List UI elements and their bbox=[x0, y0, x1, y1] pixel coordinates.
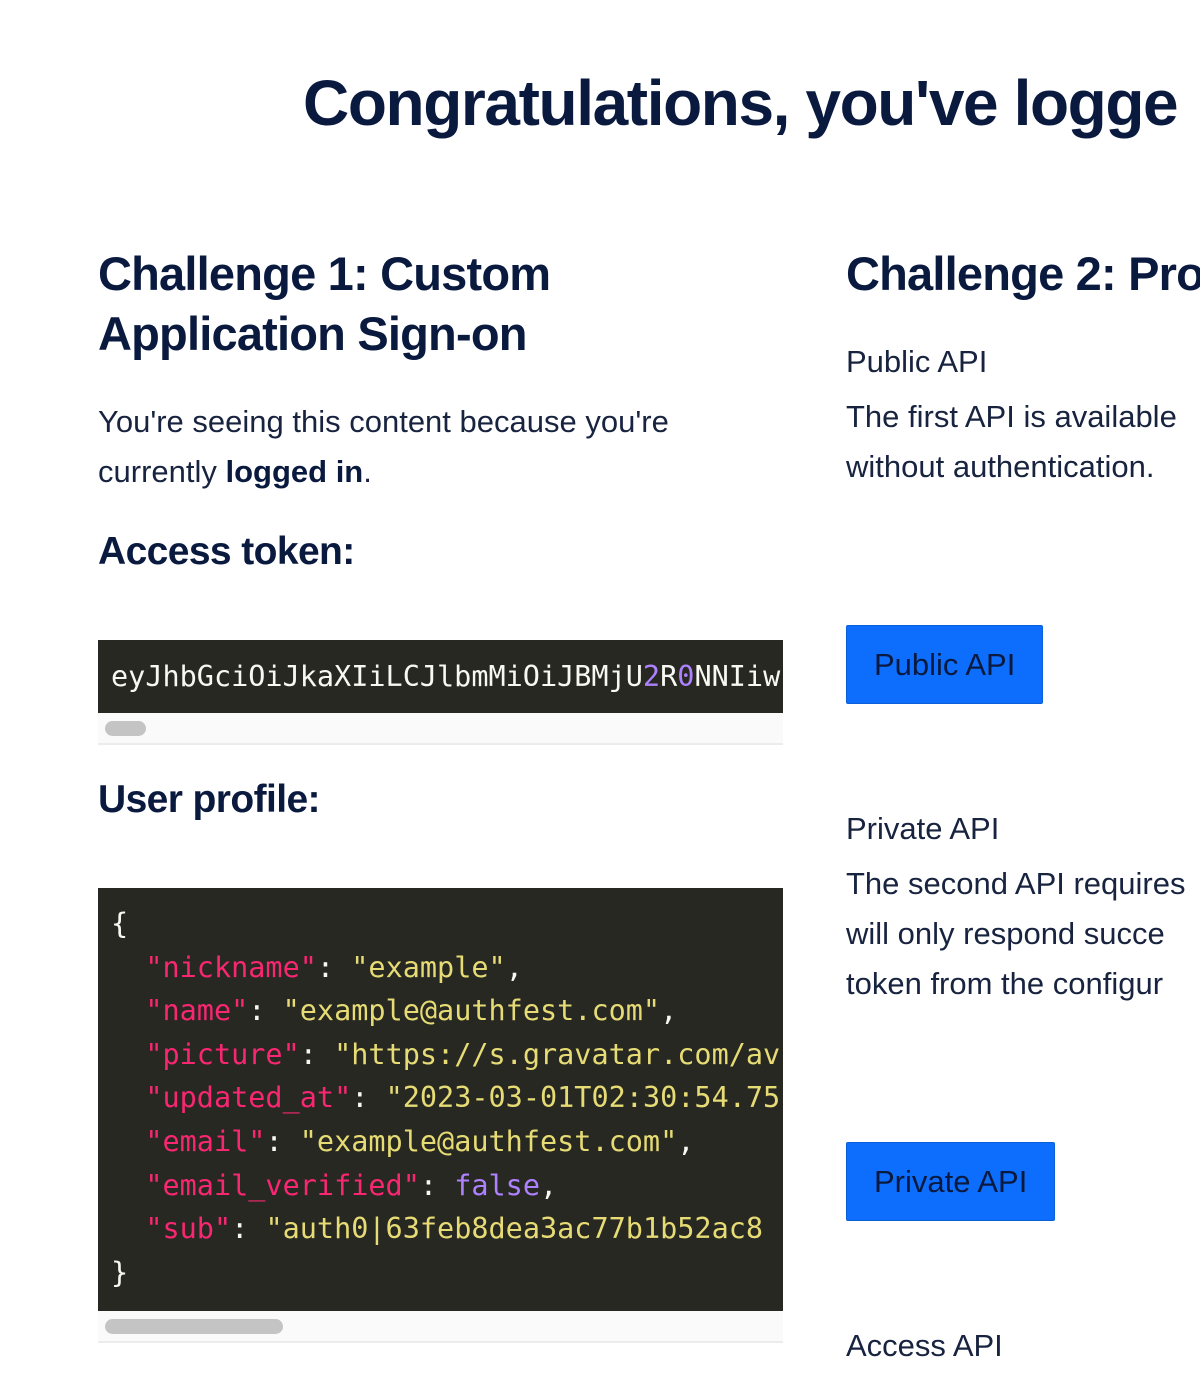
json-value: "auth0|63feb8dea3ac77b1b52ac8 bbox=[265, 1212, 764, 1246]
access-token-block: eyJhbGciOiJkaXIiLCJlbmMiOiJBMjU2R0NNIiw bbox=[98, 640, 783, 745]
token-text-mid: R bbox=[660, 660, 678, 693]
access-api-label: Access API bbox=[846, 1328, 1003, 1363]
json-row: "email": "example@authfest.com", bbox=[111, 1120, 783, 1164]
token-text-prefix: eyJhbGciOiJkaXIiLCJlbmMiOiJBMjU bbox=[111, 660, 643, 693]
json-open-brace: { bbox=[111, 907, 129, 940]
public-api-button[interactable]: Public API bbox=[846, 625, 1044, 704]
access-token-heading: Access token: bbox=[98, 530, 355, 573]
token-scrollbar-thumb[interactable] bbox=[105, 721, 146, 736]
json-key: "name" bbox=[145, 994, 249, 1028]
token-text-highlight: 2 bbox=[642, 660, 661, 693]
json-value: "https://s.gravatar.com/av bbox=[334, 1037, 781, 1071]
json-key: "nickname" bbox=[145, 950, 317, 984]
json-colon: : bbox=[248, 994, 283, 1028]
user-profile-json: { "nickname": "example", "name": "exampl… bbox=[98, 888, 783, 1311]
intro-bold: logged in bbox=[225, 454, 364, 489]
challenge1-heading-line1: Challenge 1: Custom bbox=[98, 247, 551, 300]
intro-line1: You're seeing this content because you'r… bbox=[98, 404, 669, 439]
json-colon: : bbox=[316, 950, 352, 984]
user-profile-heading: User profile: bbox=[98, 778, 321, 821]
json-row: "picture": "https://s.gravatar.com/av bbox=[111, 1033, 783, 1077]
token-text-suffix: NNIiw bbox=[694, 660, 781, 693]
private-desc-line3: token from the configur bbox=[846, 966, 1164, 1001]
json-colon: : bbox=[299, 1037, 335, 1071]
json-comma: , bbox=[677, 1124, 695, 1158]
public-api-label: Public API bbox=[846, 344, 988, 379]
private-api-description: The second API requires will only respon… bbox=[846, 859, 1185, 1009]
json-comma: , bbox=[505, 950, 523, 984]
json-close-brace: } bbox=[111, 1255, 129, 1289]
profile-scrollbar[interactable] bbox=[98, 1311, 783, 1343]
json-key: "email" bbox=[145, 1124, 266, 1158]
json-row: "nickname": "example", bbox=[111, 946, 783, 990]
json-comma: , bbox=[540, 1168, 558, 1202]
json-value: "example" bbox=[351, 950, 506, 984]
json-key: "sub" bbox=[145, 1212, 232, 1246]
json-row: "updated_at": "2023-03-01T02:30:54.75 bbox=[111, 1076, 783, 1120]
challenge1-intro: You're seeing this content because you'r… bbox=[98, 397, 669, 497]
json-value: "2023-03-01T02:30:54.75 bbox=[385, 1081, 781, 1115]
json-comma: , bbox=[660, 994, 678, 1028]
challenge2-heading: Challenge 2: Pro bbox=[846, 247, 1200, 300]
user-profile-block: { "nickname": "example", "name": "exampl… bbox=[98, 888, 783, 1343]
challenge1-heading-line2: Application Sign-on bbox=[98, 307, 527, 360]
profile-scrollbar-thumb[interactable] bbox=[105, 1319, 283, 1334]
access-token-code: eyJhbGciOiJkaXIiLCJlbmMiOiJBMjU2R0NNIiw bbox=[98, 640, 783, 713]
json-colon: : bbox=[351, 1081, 386, 1115]
private-desc-line1: The second API requires bbox=[846, 866, 1186, 901]
json-row: "name": "example@authfest.com", bbox=[111, 989, 783, 1033]
token-text-highlight: 0 bbox=[677, 660, 695, 693]
json-value: false bbox=[454, 1168, 540, 1202]
json-row: "email_verified": false, bbox=[111, 1164, 783, 1208]
private-api-button[interactable]: Private API bbox=[846, 1142, 1056, 1221]
intro-suffix: . bbox=[363, 454, 372, 489]
json-value: "example@authfest.com" bbox=[299, 1124, 678, 1158]
json-key: "picture" bbox=[145, 1037, 300, 1071]
private-api-label: Private API bbox=[846, 811, 1000, 846]
challenge1-heading: Challenge 1: Custom Application Sign-on bbox=[98, 244, 551, 364]
token-scrollbar[interactable] bbox=[98, 713, 783, 745]
json-colon: : bbox=[265, 1124, 300, 1158]
public-desc-line1: The first API is available bbox=[846, 399, 1177, 434]
intro-prefix: currently bbox=[98, 454, 226, 489]
private-desc-line2: will only respond succe bbox=[846, 916, 1165, 951]
public-api-description: The first API is available without authe… bbox=[846, 392, 1177, 492]
json-colon: : bbox=[419, 1168, 455, 1202]
public-desc-line2: without authentication. bbox=[846, 449, 1155, 484]
json-value: "example@authfest.com" bbox=[282, 994, 661, 1028]
json-rows: "nickname": "example", "name": "example@… bbox=[111, 946, 783, 1251]
json-key: "email_verified" bbox=[145, 1168, 420, 1202]
json-row: "sub": "auth0|63feb8dea3ac77b1b52ac8 bbox=[111, 1207, 783, 1251]
json-colon: : bbox=[231, 1212, 266, 1246]
page-title: Congratulations, you've logge bbox=[303, 67, 1179, 139]
json-key: "updated_at" bbox=[145, 1081, 352, 1115]
